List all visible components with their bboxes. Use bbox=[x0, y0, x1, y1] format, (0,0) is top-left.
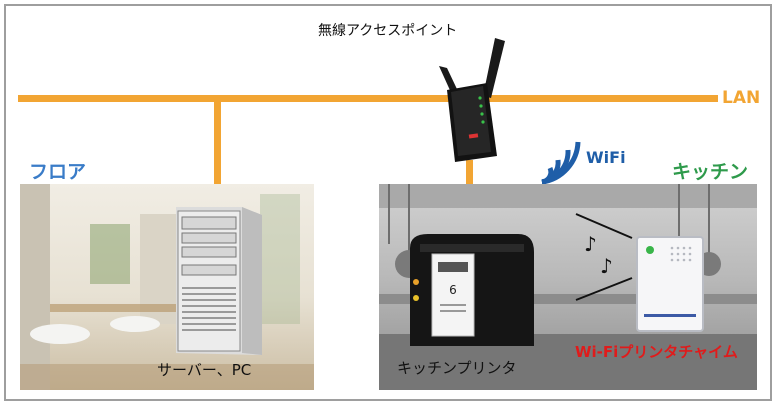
server-tower bbox=[176, 207, 262, 355]
kitchen-printer: 6 bbox=[410, 234, 534, 346]
chime-sound-lines bbox=[575, 213, 633, 301]
lan-line bbox=[18, 95, 718, 102]
music-note-icon: ♪ bbox=[600, 254, 613, 278]
wifi-icon bbox=[541, 141, 581, 185]
wifi-printer-chime bbox=[636, 236, 704, 332]
access-point-label: 無線アクセスポイント bbox=[318, 23, 458, 39]
kitchen-zone-label: キッチン bbox=[672, 161, 749, 183]
floor-zone-label: フロア bbox=[29, 161, 87, 183]
server-drop-line bbox=[214, 98, 221, 210]
server-caption: サーバー、PC bbox=[157, 361, 252, 379]
wifi-label: WiFi bbox=[586, 148, 626, 167]
access-point-router bbox=[439, 38, 505, 162]
right-antenna bbox=[483, 38, 505, 98]
music-note-icon: ♪ bbox=[584, 232, 597, 256]
chime-label: Wi-Fiプリンタチャイム bbox=[575, 343, 738, 361]
printer-caption: キッチンプリンタ bbox=[397, 359, 517, 377]
lan-label: LAN bbox=[722, 88, 761, 108]
printer-receipt-number: 6 bbox=[449, 283, 457, 297]
